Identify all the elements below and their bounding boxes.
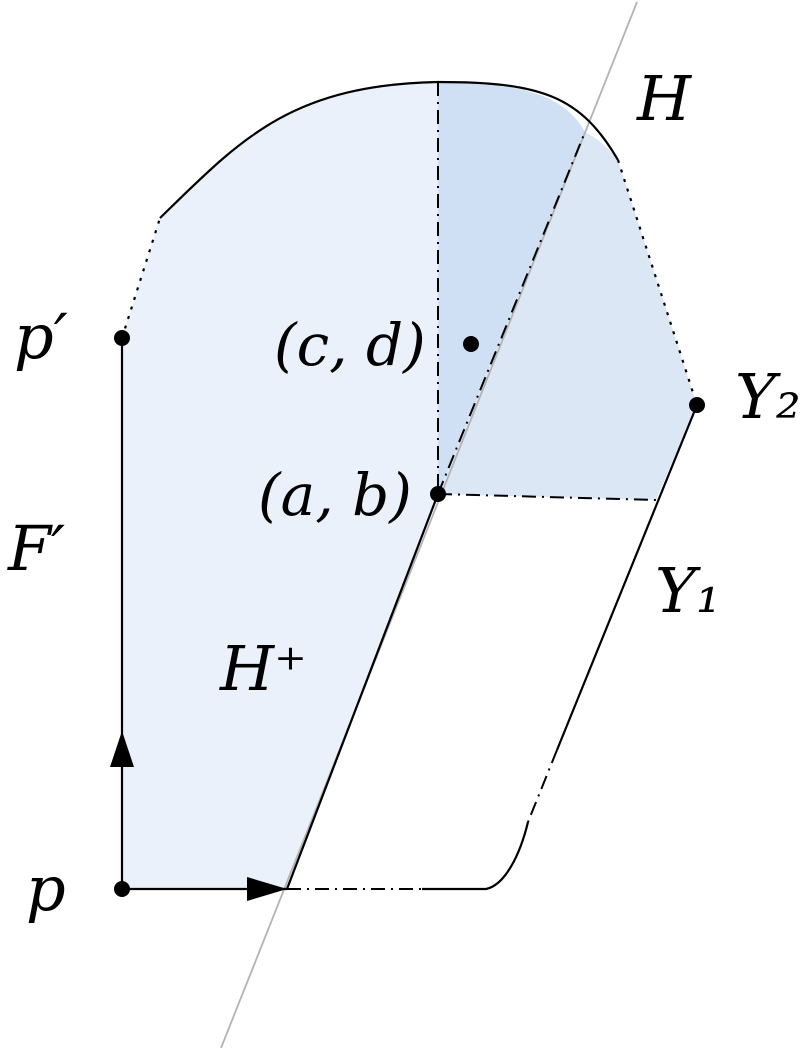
- arrowhead-up: [110, 731, 134, 767]
- label-h: H: [636, 62, 693, 135]
- edge-y1-dashdot: [527, 749, 558, 823]
- label-p-prime: p′: [14, 300, 68, 373]
- boundary-dotted-right: [616, 159, 699, 406]
- edge-horizontal-dashdot: [437, 493, 657, 501]
- boundary-dotted-left: [120, 217, 162, 339]
- label-y1: Y₁: [655, 554, 721, 627]
- label-h-plus: H⁺: [219, 632, 307, 705]
- edge-y1-solid: [555, 404, 699, 751]
- point-p: [114, 881, 130, 897]
- region-right-fill: [438, 132, 697, 500]
- point-y2: [689, 397, 705, 413]
- label-f-prime: F′: [7, 512, 65, 585]
- arrowhead-right: [247, 877, 287, 901]
- boundary-top-curve: [159, 80, 619, 219]
- label-cd: (c, d): [274, 311, 426, 379]
- point-p-prime: [114, 330, 130, 346]
- label-ab: (a, b): [258, 461, 412, 529]
- label-p: p: [26, 852, 66, 925]
- label-y2: Y₂: [735, 360, 801, 433]
- point-cd: [463, 336, 479, 352]
- region-wedge-fill: [438, 82, 585, 494]
- point-ab: [430, 486, 446, 502]
- edge-h-plus-boundary: [285, 493, 440, 890]
- edge-bottom-corner: [422, 821, 530, 891]
- region-h-plus-fill: [122, 82, 438, 889]
- edge-diagonal-dashdot: [437, 131, 586, 495]
